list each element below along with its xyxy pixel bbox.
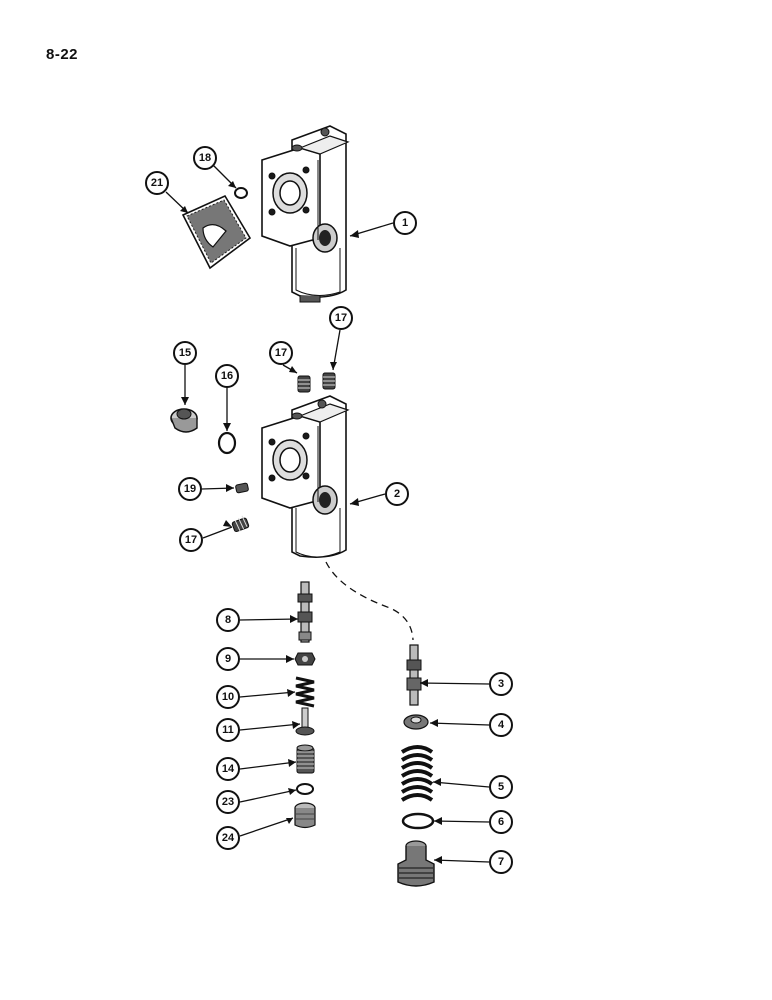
spool-part-8	[297, 581, 313, 643]
o-ring-part-16	[217, 431, 237, 455]
callout-3-label: 3	[498, 678, 504, 690]
callout-2-label: 2	[394, 488, 400, 500]
callout-17-label: 17	[275, 347, 287, 359]
set-screw-part-17-top-right	[322, 372, 336, 390]
callout-7: 7	[489, 850, 513, 874]
callout-8-label: 8	[225, 614, 231, 626]
callout-9-label: 9	[225, 653, 231, 665]
callout-11-label: 11	[222, 724, 234, 736]
spring-part-10	[295, 676, 315, 708]
callout-16-label: 16	[221, 370, 233, 382]
set-screw-part-17-lower	[231, 515, 250, 533]
callout-5: 5	[489, 775, 513, 799]
callout-16: 16	[215, 364, 239, 388]
valve-body-part-1	[261, 125, 350, 303]
spool-part-3	[406, 644, 422, 706]
callout-15: 15	[173, 341, 197, 365]
callout-17-label: 17	[335, 312, 347, 324]
callout-21: 21	[145, 171, 169, 195]
callout-1: 1	[393, 211, 417, 235]
callout-8: 8	[216, 608, 240, 632]
set-screw-part-17-top-left	[297, 375, 311, 393]
callout-23: 23	[216, 790, 240, 814]
callout-9: 9	[216, 647, 240, 671]
plug-part-15	[170, 408, 198, 433]
callout-6: 6	[489, 810, 513, 834]
valve-body-part-2	[261, 395, 350, 558]
callout-4-label: 4	[498, 719, 505, 731]
page-number: 8-22	[46, 46, 79, 63]
spring-part-5	[400, 745, 434, 802]
o-ring-part-18	[234, 187, 248, 199]
callout-19-label: 19	[184, 483, 196, 495]
callout-14-label: 14	[222, 763, 235, 775]
callout-1-label: 1	[402, 217, 408, 229]
callout-7-label: 7	[498, 856, 504, 868]
callout-18: 18	[193, 146, 217, 170]
callout-17-lower: 17	[179, 528, 203, 552]
callout-10: 10	[216, 685, 240, 709]
o-ring-part-23	[296, 783, 314, 795]
callout-21-label: 21	[151, 177, 163, 189]
plug-part-7	[397, 840, 435, 887]
callout-4: 4	[489, 713, 513, 737]
callout-19: 19	[178, 477, 202, 501]
callout-5-label: 5	[498, 781, 504, 793]
callout-23-label: 23	[222, 796, 234, 808]
assembly-dashed-line	[325, 561, 414, 641]
callout-17-label: 17	[185, 534, 197, 546]
callout-6-label: 6	[498, 816, 504, 828]
pin-part-11	[295, 707, 315, 736]
plug-part-24	[294, 802, 316, 829]
callout-10-label: 10	[222, 691, 234, 703]
callout-24: 24	[216, 826, 240, 850]
gasket-part-21	[181, 194, 252, 270]
callout-17-top-left: 17	[269, 341, 293, 365]
callout-24-label: 24	[222, 832, 235, 844]
callout-17-top-right: 17	[329, 306, 353, 330]
nut-part-9	[294, 652, 316, 666]
sleeve-part-14	[296, 744, 315, 774]
callout-11: 11	[216, 718, 240, 742]
seat-part-4	[403, 714, 429, 730]
callout-18-label: 18	[199, 152, 211, 164]
callout-3: 3	[489, 672, 513, 696]
o-ring-part-6	[401, 812, 435, 830]
callout-2: 2	[385, 482, 409, 506]
callout-15-label: 15	[179, 347, 191, 359]
plug-part-19	[235, 482, 249, 494]
leader-arrowheads	[180, 181, 442, 864]
callout-14: 14	[216, 757, 240, 781]
